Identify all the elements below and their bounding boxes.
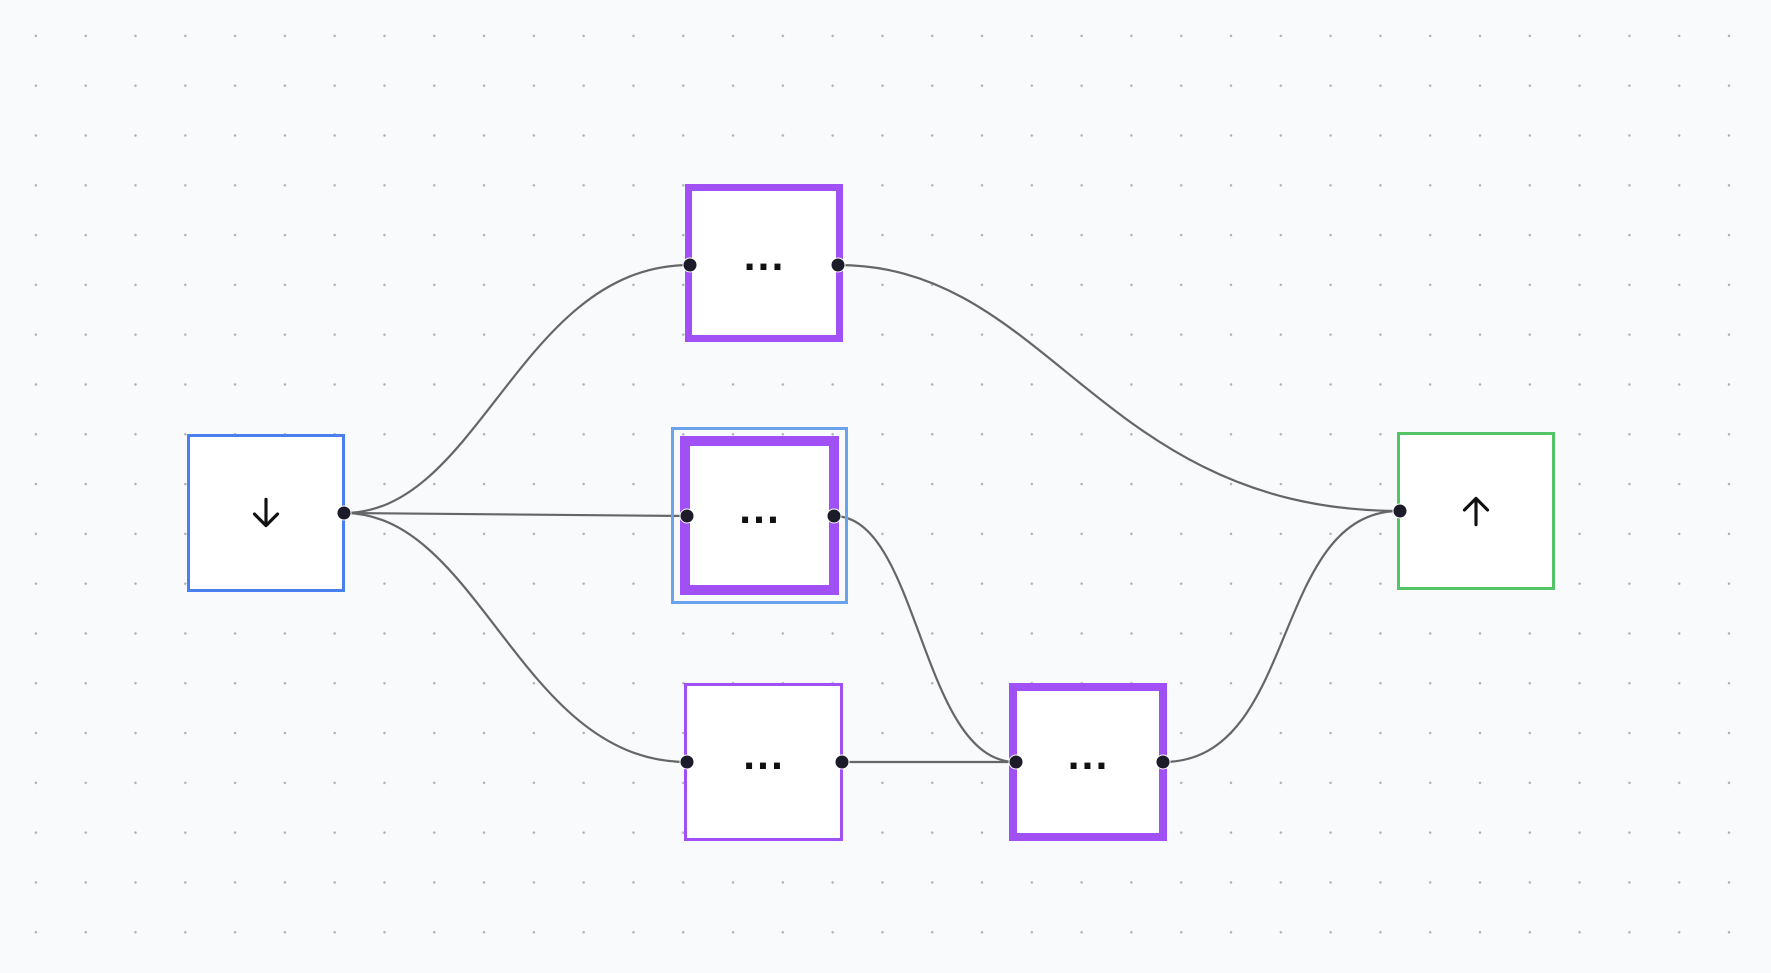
process-node-middle[interactable]: ... xyxy=(680,436,839,595)
process-node-top[interactable]: ... xyxy=(685,184,843,342)
arrow-down-icon xyxy=(252,497,280,528)
process-merge-input-handle[interactable] xyxy=(1008,754,1024,770)
edge-process-top-to-output[interactable] xyxy=(837,263,1401,513)
arrow-up-icon xyxy=(1462,496,1490,527)
edge-process-merge-to-output[interactable] xyxy=(1162,509,1401,764)
process-bottom-input-handle[interactable] xyxy=(679,754,695,770)
process-merge-output-handle[interactable] xyxy=(1155,754,1171,770)
process-middle-input-handle[interactable] xyxy=(679,508,695,524)
output-node[interactable] xyxy=(1397,432,1555,590)
output-node-input-handle[interactable] xyxy=(1392,503,1408,519)
node-label: ... xyxy=(1067,738,1109,778)
edge-input-to-process-top[interactable] xyxy=(343,263,691,515)
process-node-merge[interactable]: ... xyxy=(1009,683,1167,841)
edge-input-to-process-bottom[interactable] xyxy=(343,511,688,764)
process-top-output-handle[interactable] xyxy=(830,257,846,273)
node-label: ... xyxy=(743,239,785,279)
process-middle-output-handle[interactable] xyxy=(826,508,842,524)
input-node-output-handle[interactable] xyxy=(336,505,352,521)
edge-process-middle-to-process-merge[interactable] xyxy=(833,514,1017,764)
node-label: ... xyxy=(742,738,785,778)
process-top-input-handle[interactable] xyxy=(682,257,698,273)
node-label: ... xyxy=(738,491,781,532)
edge-input-to-process-middle[interactable] xyxy=(343,511,688,518)
input-node[interactable] xyxy=(187,434,345,592)
process-bottom-output-handle[interactable] xyxy=(834,754,850,770)
process-node-bottom[interactable]: ... xyxy=(684,683,843,841)
